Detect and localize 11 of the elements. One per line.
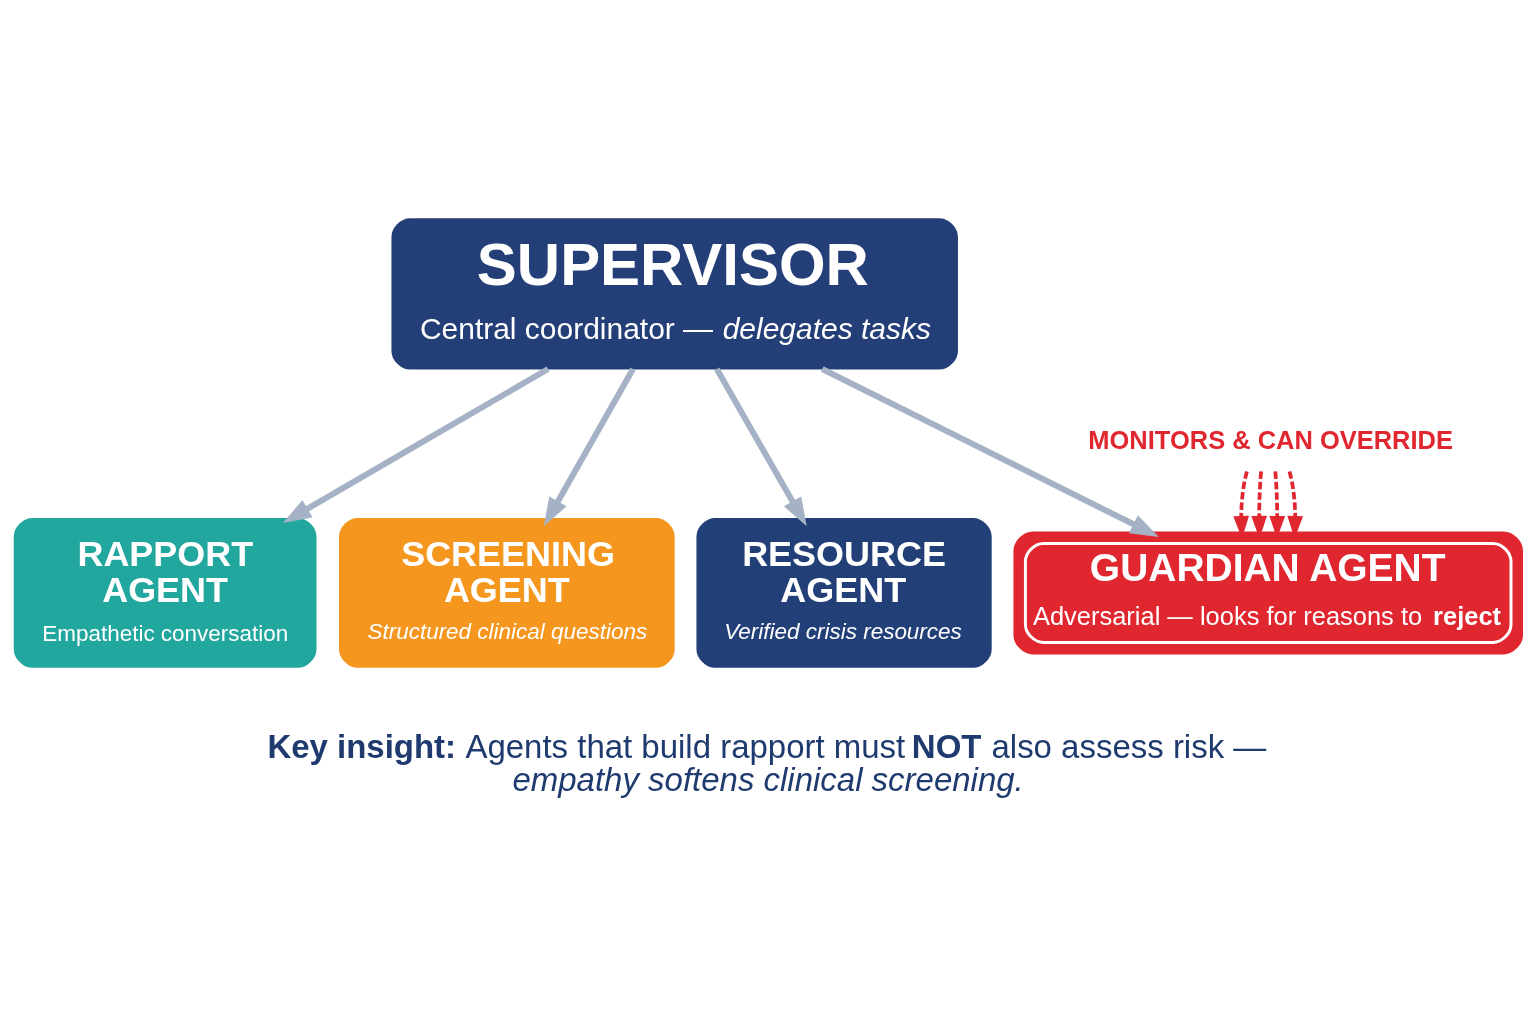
arrow: [282, 366, 550, 524]
node-box: RAPPORT AGENT Empathetic conversation: [13, 518, 317, 668]
arrow: [543, 367, 636, 527]
node-box: SCREENING AGENT Structured clinical questions: [339, 518, 675, 668]
caption: Key insight: Agents that build rapport must NOT also assess risk — empathy softens clinical screening.: [267, 727, 1267, 798]
node-box: SUPERVISOR Central coordinator — delegates tasks: [391, 218, 958, 370]
arrow: [820, 366, 1159, 537]
node-text: MONITORS & CAN OVERRIDE: [1088, 426, 1453, 455]
node-box: RESOURCE AGENT Verified crisis resources: [696, 518, 992, 668]
node-box: GUARDIAN AGENT Adversarial — looks for reasons to reject: [1013, 531, 1523, 655]
arrow: [714, 367, 807, 527]
